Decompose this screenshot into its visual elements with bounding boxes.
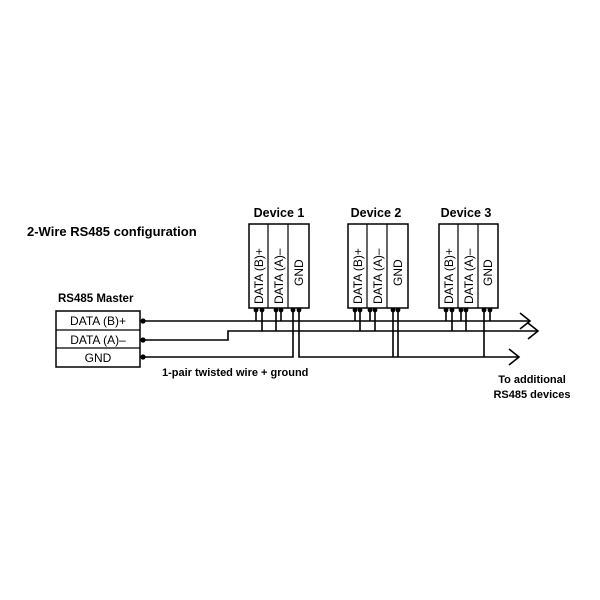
device-terminal-dot [481, 307, 487, 313]
wire-gnd [143, 310, 521, 366]
device-1-terminal-gnd: GND [292, 259, 306, 286]
device-1: Device 1 DATA (B)+ DATA (A)– GND [248, 206, 310, 309]
continuation-label-line-2: RS485 devices [493, 389, 570, 401]
device-terminal-dot [390, 307, 396, 313]
device-2-terminal-data-a: DATA (A)– [371, 248, 385, 304]
device-terminal-dot [278, 307, 284, 313]
device-3: Device 3 DATA (B)+ DATA (A)– GND [438, 206, 499, 309]
device-3-terminal-data-a: DATA (A)– [462, 248, 476, 304]
rs485-master-box: DATA (B)+ DATA (A)– GND [55, 310, 141, 368]
master-terminal-dot [140, 337, 146, 343]
device-terminal-dot [458, 307, 464, 313]
master-row-data-a: DATA (A)– [70, 333, 126, 347]
master-terminal-dot [140, 354, 146, 360]
device-terminal-dot [487, 307, 493, 313]
terminal-dots [140, 307, 493, 360]
master-row-data-b: DATA (B)+ [70, 314, 126, 328]
device-terminal-dot [290, 307, 296, 313]
device-terminal-dot [296, 307, 302, 313]
device-terminal-dot [253, 307, 259, 313]
device-terminal-dot [259, 307, 265, 313]
master-terminal-dot [140, 318, 146, 324]
wire-data-a [143, 310, 540, 341]
device-terminal-dot [463, 307, 469, 313]
device-terminal-dot [273, 307, 279, 313]
device-terminal-dot [357, 307, 363, 313]
device-1-terminal-data-b: DATA (B)+ [252, 248, 266, 304]
device-terminal-dot [352, 307, 358, 313]
device-terminal-dot [395, 307, 401, 313]
device-3-terminal-gnd: GND [481, 259, 495, 286]
device-3-name: Device 3 [441, 206, 492, 220]
device-2-name: Device 2 [351, 206, 402, 220]
device-2: Device 2 DATA (B)+ DATA (A)– GND [347, 206, 409, 309]
device-3-terminal-data-b: DATA (B)+ [442, 248, 456, 304]
device-terminal-dot [443, 307, 449, 313]
device-1-name: Device 1 [254, 206, 305, 220]
device-terminal-dot [367, 307, 373, 313]
diagram-title: 2-Wire RS485 configuration [27, 224, 197, 239]
wire-data-b [143, 310, 532, 330]
device-2-terminal-gnd: GND [391, 259, 405, 286]
continuation-label-line-1: To additional [498, 374, 566, 386]
device-1-terminal-data-a: DATA (A)– [272, 248, 286, 304]
device-2-terminal-data-b: DATA (B)+ [351, 248, 365, 304]
master-row-gnd: GND [85, 351, 112, 365]
device-terminal-dot [372, 307, 378, 313]
master-label: RS485 Master [58, 293, 134, 305]
device-terminal-dot [449, 307, 455, 313]
cable-label: 1-pair twisted wire + ground [162, 367, 308, 379]
